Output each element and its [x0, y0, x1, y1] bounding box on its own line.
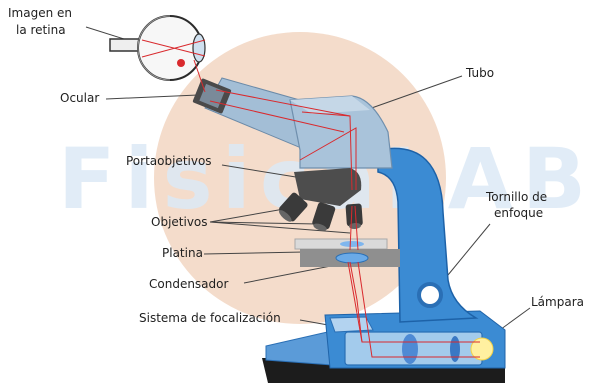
label-lampara: Lámpara	[531, 295, 584, 310]
base-lens-1	[402, 334, 418, 364]
objective-3	[345, 203, 363, 229]
label-sistema-focalizacion: Sistema de focalización	[139, 311, 281, 326]
label-platina: Platina	[162, 246, 203, 261]
focus-knob	[419, 284, 441, 306]
label-objetivos: Objetivos	[151, 215, 208, 230]
label-tubo: Tubo	[466, 66, 494, 81]
label-imagen-retina-line1: Imagen en	[8, 6, 72, 21]
condenser-lens	[336, 253, 368, 263]
label-tornillo-line1: Tornillo de	[486, 190, 547, 205]
label-condensador: Condensador	[149, 277, 228, 292]
label-tornillo-line2: enfoque	[494, 206, 543, 221]
eye-illustration	[110, 16, 205, 80]
base-lens-2	[450, 336, 460, 362]
leader-tornillo	[448, 224, 490, 275]
label-portaobjetivos: Portaobjetivos	[126, 154, 212, 169]
label-imagen-retina-line2: la retina	[16, 23, 66, 38]
label-ocular: Ocular	[60, 91, 99, 106]
